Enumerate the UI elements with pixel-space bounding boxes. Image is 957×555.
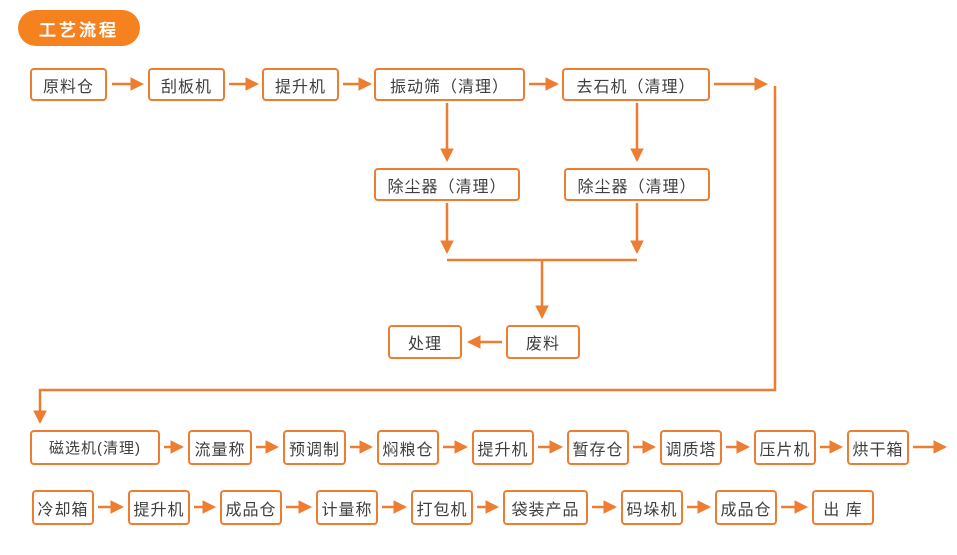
node-drying-box: 烘干箱 <box>847 430 909 465</box>
node-vibrating-screen: 振动筛（清理） <box>374 68 525 101</box>
node-magnetic-separator: 磁选机(清理) <box>30 430 160 465</box>
node-finished-bin-1: 成品仓 <box>220 490 282 525</box>
node-metering-scale: 计量称 <box>316 490 378 525</box>
node-bagged-product: 袋装产品 <box>503 490 588 525</box>
node-scraper-conveyor: 刮板机 <box>148 68 225 101</box>
node-raw-material-bin: 原料仓 <box>30 68 107 101</box>
process-flow-title-badge: 工艺流程 <box>18 10 140 46</box>
node-bucket-elevator-3: 提升机 <box>128 490 190 525</box>
node-conditioning-tower: 调质塔 <box>660 430 722 465</box>
node-destoner: 去石机（清理） <box>562 68 710 101</box>
node-flaking-machine: 压片机 <box>754 430 816 465</box>
node-finished-bin-2: 成品仓 <box>715 490 777 525</box>
node-palletizer: 码垛机 <box>621 490 683 525</box>
node-bucket-elevator-2: 提升机 <box>472 430 534 465</box>
node-grain-tempering-bin: 焖粮仓 <box>377 430 439 465</box>
node-disposal: 处理 <box>388 325 462 359</box>
node-bucket-elevator-1: 提升机 <box>262 68 339 101</box>
node-holding-bin: 暂存仓 <box>567 430 629 465</box>
node-baling-machine: 打包机 <box>411 490 473 525</box>
node-flow-scale: 流量称 <box>188 430 252 465</box>
node-dust-collector-1: 除尘器（清理） <box>374 168 520 201</box>
node-dust-collector-2: 除尘器（清理） <box>564 168 710 201</box>
node-outbound: 出 库 <box>812 490 874 525</box>
node-cooling-box: 冷却箱 <box>32 490 94 525</box>
node-waste: 废料 <box>506 325 580 359</box>
node-preconditioner: 预调制 <box>283 430 346 465</box>
